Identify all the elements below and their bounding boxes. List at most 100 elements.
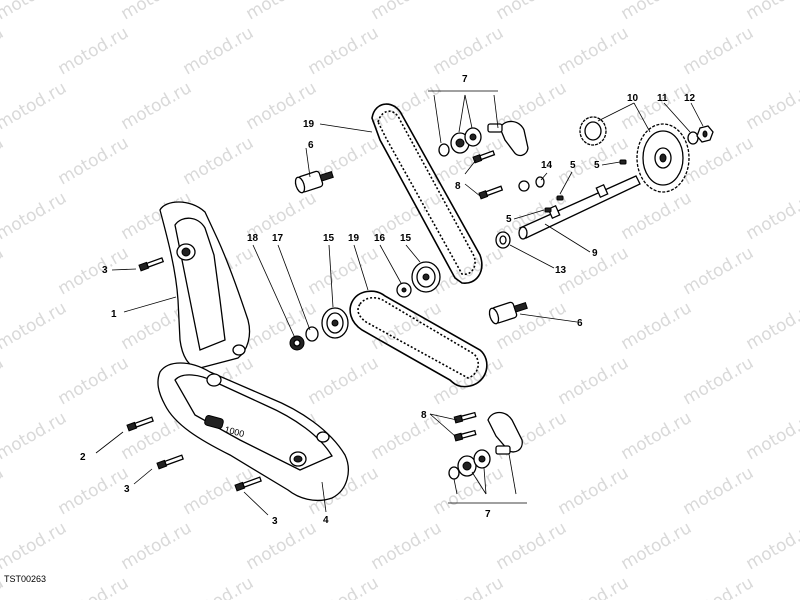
washer-13-hole	[499, 235, 507, 245]
callout-17: 17	[272, 233, 284, 244]
watermark-text: motod.ru	[243, 518, 321, 574]
watermark-text: motod.ru	[618, 0, 696, 24]
callout-19-a: 19	[303, 119, 315, 130]
watermark-text: motod.ru	[743, 78, 800, 134]
watermark-text: motod.ru	[0, 518, 70, 574]
callout-15-a: 15	[323, 233, 335, 244]
watermark-text: motod.ru	[55, 243, 133, 299]
callout-8-b: 8	[421, 410, 427, 421]
watermark-text: motod.ru	[0, 243, 7, 299]
watermark-text: motod.ru	[680, 353, 758, 409]
watermark-text: motod.ru	[0, 463, 7, 519]
leader-lines	[95, 94, 704, 516]
callout-3-b: 3	[124, 484, 130, 495]
large-gear	[636, 123, 690, 193]
watermark-text: motod.ru	[180, 23, 258, 79]
watermark-text: motod.ru	[0, 573, 7, 600]
callout-3-a: 3	[102, 265, 108, 276]
watermark-text: motod.ru	[55, 353, 133, 409]
watermark-text: motod.ru	[743, 0, 800, 24]
callout-8-a: 8	[455, 181, 461, 192]
watermark-text: motod.ru	[0, 298, 70, 354]
watermark-text: motod.ru	[493, 518, 571, 574]
watermark-text: motod.ru	[368, 408, 446, 464]
callout-11: 11	[657, 93, 668, 104]
callout-9: 9	[592, 248, 598, 259]
watermark-text: motod.ru	[743, 298, 800, 354]
callout-7-b: 7	[485, 509, 491, 520]
watermark-text: motod.ru	[680, 243, 758, 299]
watermark-text: motod.ru	[55, 23, 133, 79]
watermark-text: motod.ru	[243, 0, 321, 24]
circlip-14	[535, 176, 545, 188]
tensioner-assembly-upper	[438, 120, 529, 200]
toothed-pulley-upper	[411, 261, 441, 293]
watermark-text: motod.ru	[368, 298, 446, 354]
callout-14: 14	[541, 160, 553, 171]
watermark-text: motod.ru	[55, 463, 133, 519]
watermark-text: motod.ru	[618, 518, 696, 574]
callout-18: 18	[247, 233, 259, 244]
callout-3-c: 3	[272, 516, 278, 527]
callout-10: 10	[627, 93, 639, 104]
watermark-text: motod.ru	[55, 573, 133, 600]
washer-17	[305, 326, 319, 342]
watermark-text: motod.ru	[743, 188, 800, 244]
watermark-text: motod.ru	[430, 353, 508, 409]
screw-set-left	[126, 257, 262, 492]
watermark-text: motod.ru	[118, 0, 196, 24]
watermark-text: motod.ru	[493, 0, 571, 24]
watermark-text: motod.ru	[0, 0, 70, 24]
circlip	[518, 180, 530, 192]
timing-belt-lower	[349, 290, 488, 388]
spacer-bushing-lower	[488, 301, 528, 325]
callout-4: 4	[323, 515, 329, 526]
callout-12: 12	[684, 93, 696, 104]
watermark-text: motod.ru	[430, 573, 508, 600]
callout-7-a: 7	[462, 74, 468, 85]
callout-5-a: 5	[570, 160, 576, 171]
watermark-text: motod.ru	[55, 133, 133, 189]
watermark-text: motod.ru	[305, 23, 383, 79]
watermark-text: motod.ru	[0, 133, 7, 189]
callout-labels: 1 2 3 3 3 4 5 5 5 6 6 7 7 8 8 9 10 11 12…	[80, 74, 696, 527]
nut-12	[696, 125, 714, 143]
callout-5-c: 5	[506, 214, 512, 225]
watermark-text: motod.ru	[305, 353, 383, 409]
watermark-text: motod.ru	[368, 518, 446, 574]
callout-6-a: 6	[308, 140, 314, 151]
watermark-text: motod.ru	[305, 573, 383, 600]
tensioner-assembly-lower	[448, 411, 523, 480]
watermark-text: motod.ru	[118, 518, 196, 574]
callout-16: 16	[374, 233, 386, 244]
washer-11	[687, 131, 699, 145]
watermark-text: motod.ru	[180, 133, 258, 189]
woodruff-key-2	[544, 207, 552, 213]
callout-5-b: 5	[594, 160, 600, 171]
woodruff-key	[556, 195, 564, 201]
small-gear	[579, 116, 607, 146]
woodruff-key-3	[619, 159, 627, 165]
watermark-text: motod.ru	[0, 23, 7, 79]
watermark-text: motod.ru	[0, 188, 70, 244]
washer-16-hole	[401, 287, 407, 293]
timing-belt-upper	[371, 103, 483, 284]
callout-1: 1	[111, 309, 117, 320]
watermark-text: motod.ru	[0, 408, 70, 464]
watermark-text: motod.ru	[680, 573, 758, 600]
callout-2: 2	[80, 452, 86, 463]
watermark-text: motod.ru	[555, 573, 633, 600]
toothed-pulley-lower	[321, 307, 349, 339]
watermark-text: motod.ru	[743, 408, 800, 464]
callout-13: 13	[555, 265, 567, 276]
watermark-text: motod.ru	[180, 573, 258, 600]
watermark-text: motod.ru	[0, 353, 7, 409]
watermark-text: motod.ru	[680, 463, 758, 519]
watermark-text: motod.ru	[0, 78, 70, 134]
callout-19-b: 19	[348, 233, 360, 244]
watermark-text: motod.ru	[555, 463, 633, 519]
watermark-text: motod.ru	[743, 518, 800, 574]
watermark-text: motod.ru	[180, 463, 258, 519]
